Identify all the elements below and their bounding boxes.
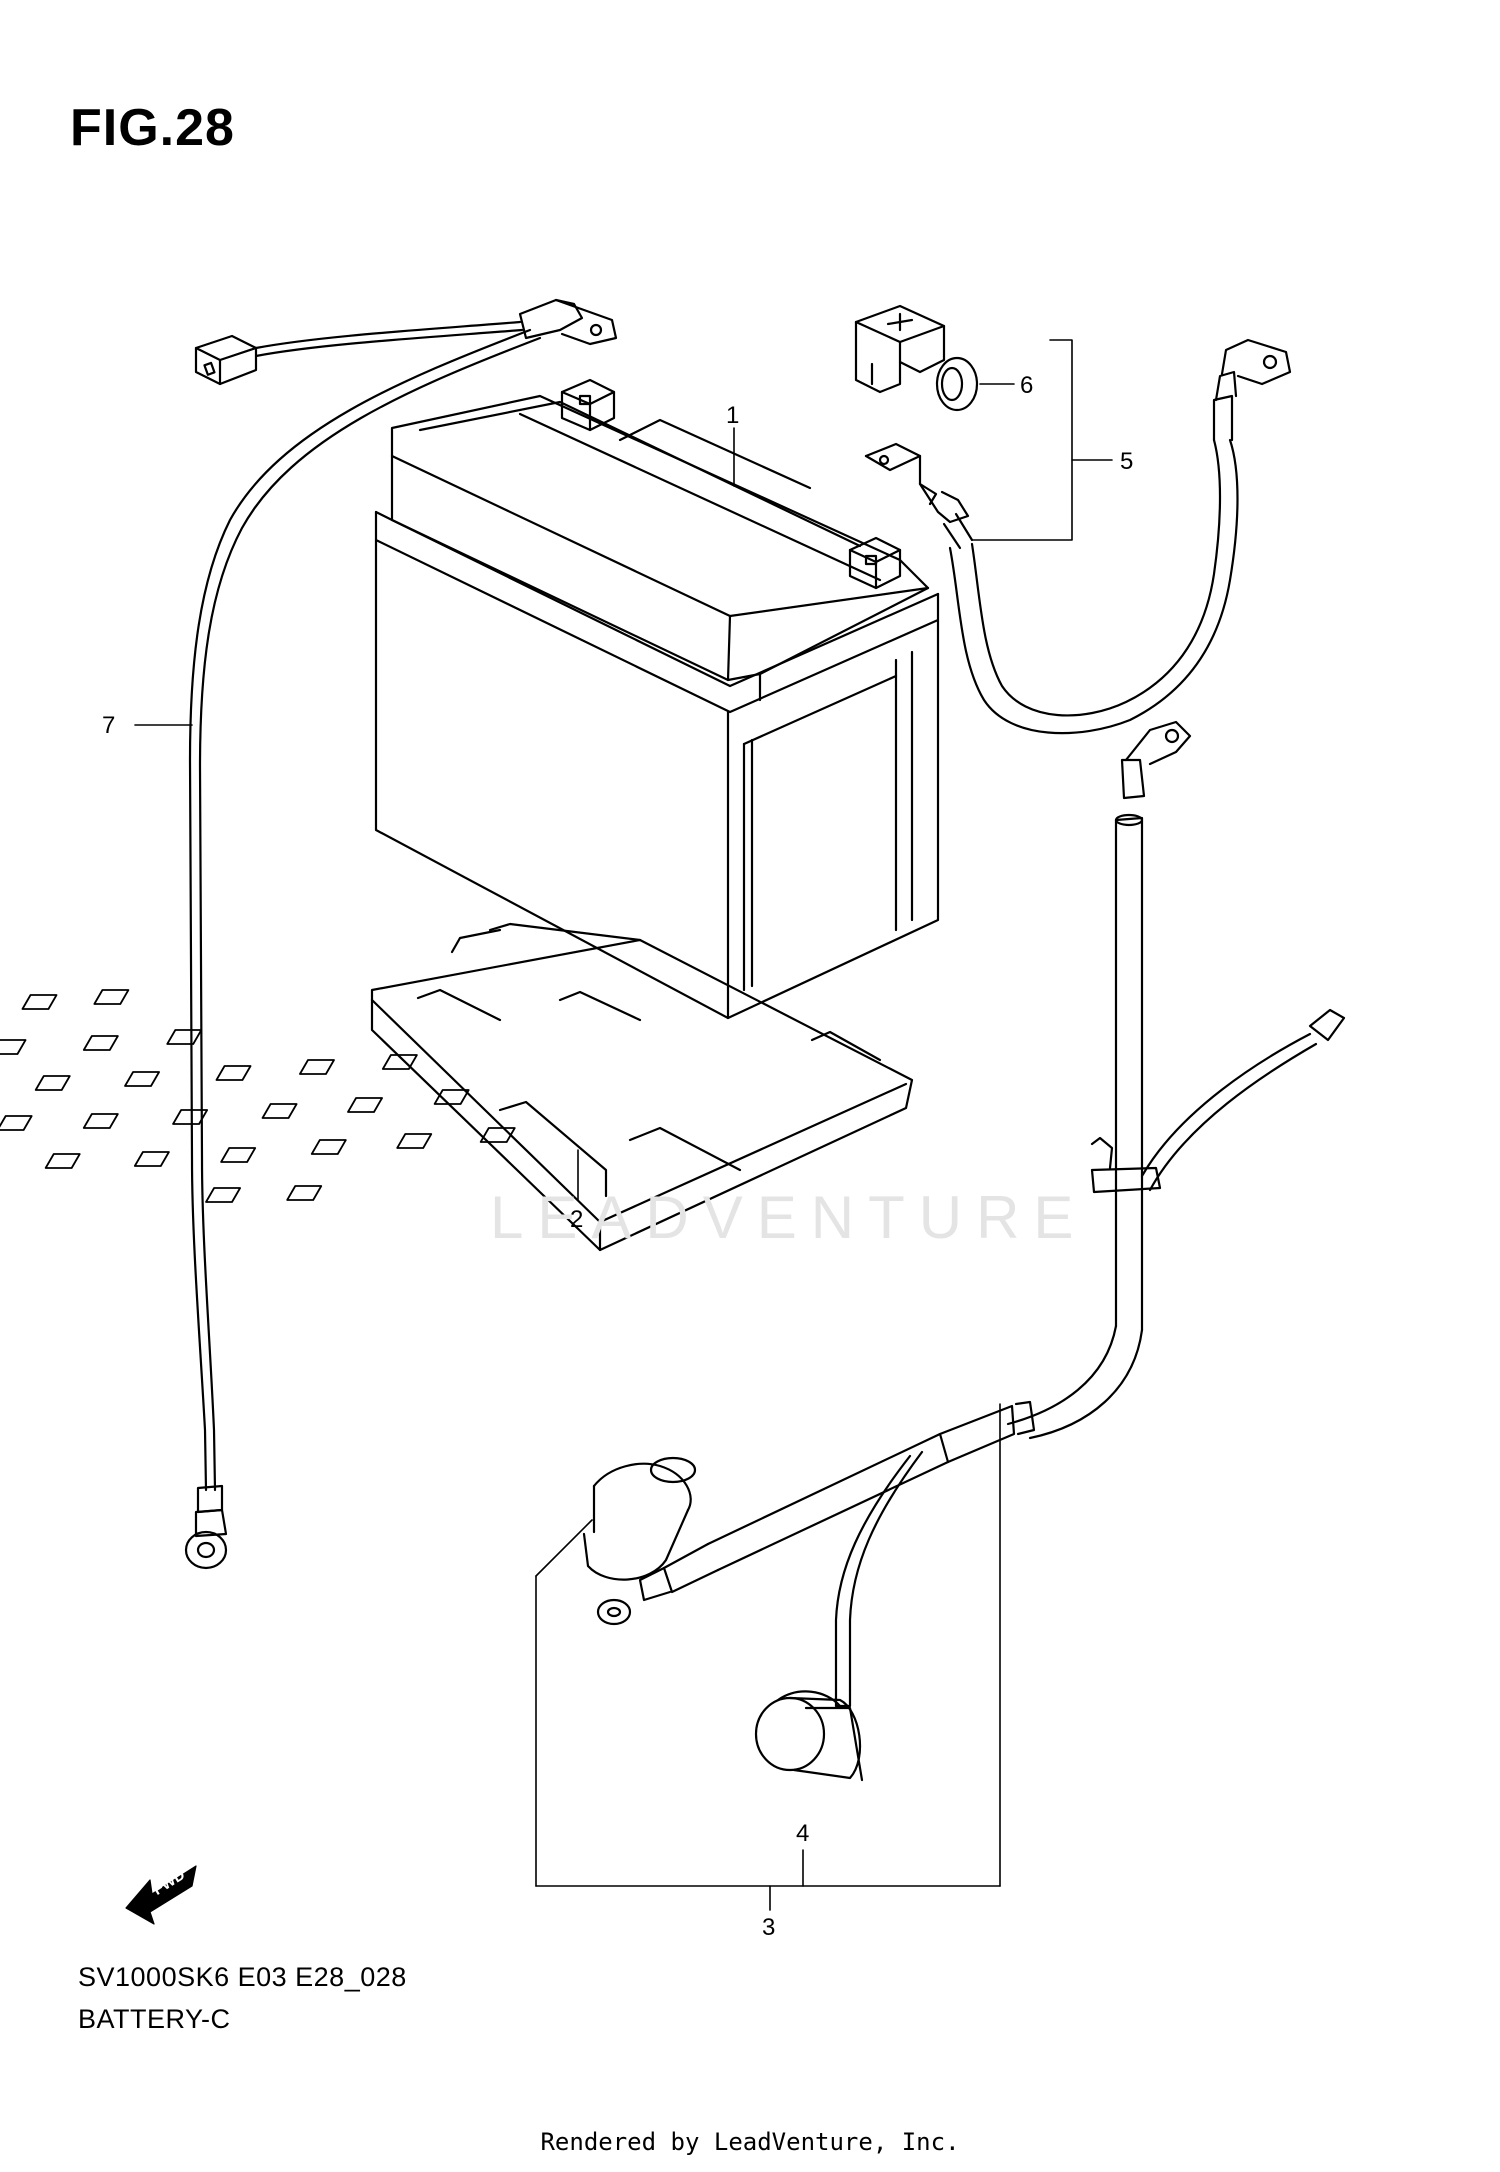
callout-3: 3	[762, 1914, 776, 1941]
positive-lead-icon	[866, 340, 1290, 733]
callout-6: 6	[1020, 372, 1034, 399]
watermark: LEADVENTURE	[490, 1184, 1088, 1251]
callout-4: 4	[796, 1820, 810, 1847]
battery-tray-icon	[0, 924, 912, 1250]
callout-2: 2	[570, 1206, 584, 1233]
forward-arrow-icon	[126, 1866, 196, 1924]
callout-7: 7	[102, 712, 116, 739]
terminal-cover-icon	[856, 306, 1014, 410]
model-code: SV1000SK6 E03 E28_028	[78, 1962, 407, 1992]
battery-icon	[376, 380, 938, 1018]
figure-title: FIG.28	[70, 99, 235, 157]
callout-1: 1	[726, 402, 740, 429]
negative-lead-assembly-icon	[536, 722, 1344, 1910]
harness-lead-icon	[135, 300, 616, 1568]
connector-cap-icon	[756, 1691, 862, 1780]
render-credit: Rendered by LeadVenture, Inc.	[540, 2128, 960, 2156]
assembly-name: BATTERY-C	[78, 2004, 231, 2034]
callout-5: 5	[1120, 448, 1134, 475]
